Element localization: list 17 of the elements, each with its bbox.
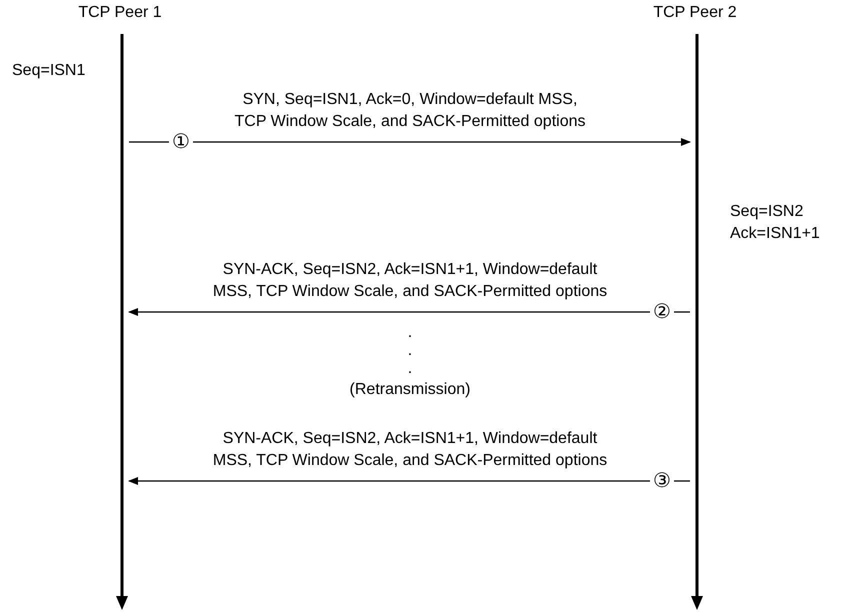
note-text: (Retransmission) <box>350 380 470 400</box>
edge-label: SYN-ACK, Seq=ISN2, Ack=ISN1+1, Window=default MSS, TCP Window Scale, and SACK-Permitted options <box>212 429 608 471</box>
peer-label: TCP Peer 2 <box>653 4 737 22</box>
peer-label: TCP Peer 1 <box>78 4 162 22</box>
timeline-arrow <box>115 34 129 610</box>
arrow <box>128 308 690 316</box>
note-text: Seq=ISN2 <box>730 202 804 222</box>
note-text: . <box>408 341 412 361</box>
arrow <box>128 477 690 485</box>
note-text: Ack=ISN1+1 <box>730 224 820 244</box>
note-text: . <box>408 359 412 379</box>
arrow <box>129 138 691 146</box>
note-text: Seq=ISN1 <box>12 61 86 81</box>
timeline-arrow <box>690 34 704 610</box>
edge-label: SYN-ACK, Seq=ISN2, Ack=ISN1+1, Window=default MSS, TCP Window Scale, and SACK-Permitted options <box>212 260 608 302</box>
edge-label: SYN, Seq=ISN1, Ack=0, Window=default MSS, TCP Window Scale, and SACK-Permitted options <box>234 90 586 132</box>
note-text: . <box>408 323 412 343</box>
